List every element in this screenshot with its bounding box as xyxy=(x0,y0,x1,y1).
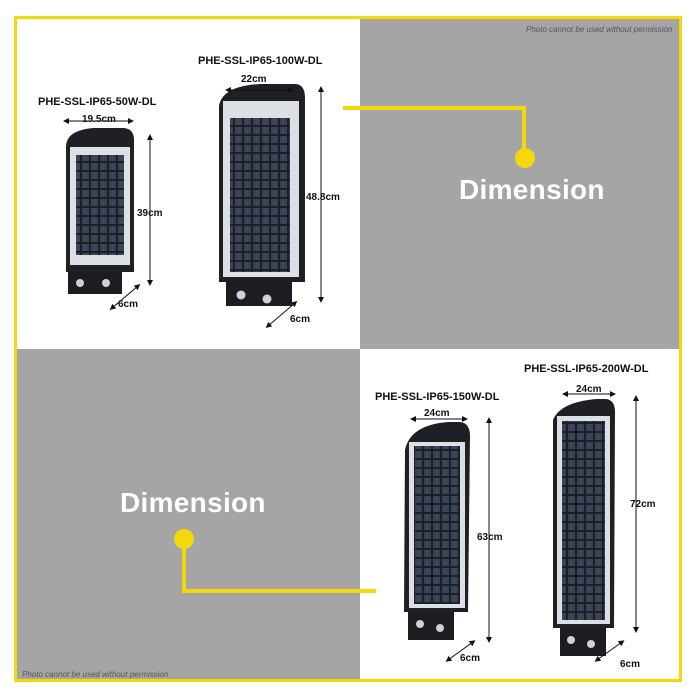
street-light-200w xyxy=(553,399,615,656)
dimension-heading-top: Dimension xyxy=(459,174,605,205)
model-label-150w: PHE-SSL-IP65-150W-DL xyxy=(375,391,500,403)
depth-label-50w: 6cm xyxy=(118,299,139,310)
depth-label-150w: 6cm xyxy=(460,653,481,664)
street-light-150w xyxy=(404,422,470,640)
street-light-50w xyxy=(66,128,134,294)
model-label-200w: PHE-SSL-IP65-200W-DL xyxy=(524,363,649,375)
width-label-50w: 19.5cm xyxy=(82,114,116,125)
connector-line-bottom xyxy=(182,539,376,593)
street-light-100w xyxy=(219,84,305,306)
permission-notice-bottom: Photo cannot be used without permission xyxy=(22,670,169,679)
height-label-200w: 72cm xyxy=(630,499,656,510)
model-label-50w: PHE-SSL-IP65-50W-DL xyxy=(38,96,157,108)
connector-dot-bottom xyxy=(174,529,194,549)
connector-line-top xyxy=(343,106,526,158)
width-label-200w: 24cm xyxy=(576,384,602,395)
height-label-50w: 39cm xyxy=(137,208,163,219)
depth-label-200w: 6cm xyxy=(620,659,641,670)
height-label-150w: 63cm xyxy=(477,532,503,543)
panel-bottom-left xyxy=(17,349,360,679)
panel-top-right xyxy=(360,19,679,349)
width-label-150w: 24cm xyxy=(424,408,450,419)
height-label-100w: 48.8cm xyxy=(306,192,340,203)
model-label-100w: PHE-SSL-IP65-100W-DL xyxy=(198,55,323,67)
yellow-frame xyxy=(14,16,682,682)
depth-label-100w: 6cm xyxy=(290,314,311,325)
dimension-heading-bottom: Dimension xyxy=(120,487,266,518)
width-label-100w: 22cm xyxy=(241,74,267,85)
connector-dot-top xyxy=(515,148,535,168)
permission-notice-top: Photo cannot be used without permission xyxy=(526,25,673,34)
